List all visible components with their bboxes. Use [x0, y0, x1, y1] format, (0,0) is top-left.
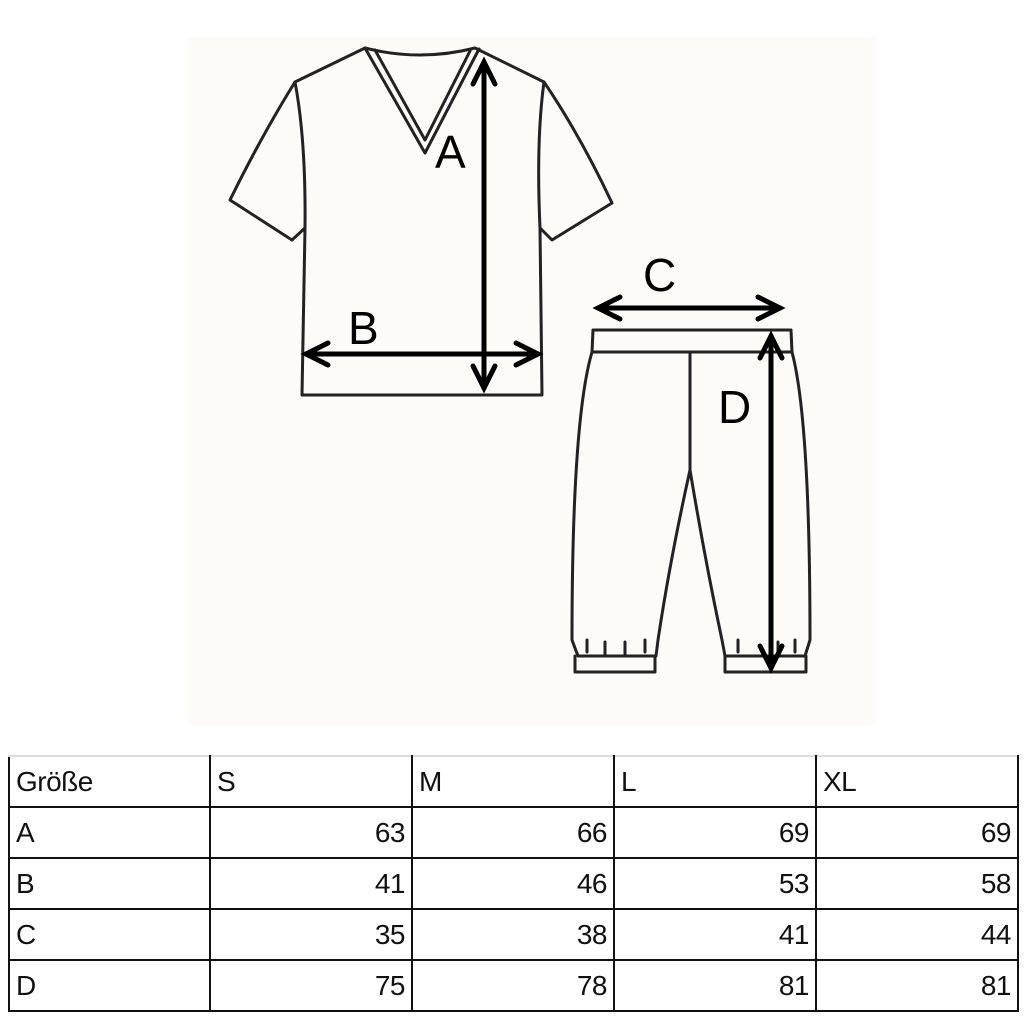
tshirt-drawing: [228, 46, 614, 397]
header-l: L: [613, 755, 817, 808]
cell-value: 66: [411, 806, 615, 859]
size-table: Größe S M L XL A 63 66 69 69 B 41 46 53 …: [8, 755, 1019, 1012]
cell-value: 46: [411, 857, 615, 910]
label-b: B: [348, 302, 379, 354]
cell-value: 81: [815, 959, 1019, 1012]
cell-value: 81: [613, 959, 817, 1012]
row-label: A: [8, 806, 211, 859]
cell-value: 41: [613, 908, 817, 961]
row-label: B: [8, 857, 211, 910]
row-label: D: [8, 959, 211, 1012]
header-xl: XL: [815, 755, 1019, 808]
label-c: C: [643, 249, 677, 301]
row-label: C: [8, 908, 211, 961]
cell-value: 75: [209, 959, 413, 1012]
table-header-row: Größe S M L XL: [8, 755, 1019, 808]
cell-value: 41: [209, 857, 413, 910]
cell-value: 44: [815, 908, 1019, 961]
label-a: A: [435, 126, 466, 178]
cell-value: 78: [411, 959, 615, 1012]
header-m: M: [411, 755, 615, 808]
cell-value: 38: [411, 908, 615, 961]
header-s: S: [209, 755, 413, 808]
garment-illustration: [228, 46, 812, 674]
size-diagram: A B C D: [188, 37, 876, 725]
cell-value: 63: [209, 806, 413, 859]
label-d: D: [718, 381, 752, 433]
table-row: C 35 38 41 44: [8, 908, 1019, 961]
table-row: B 41 46 53 58: [8, 857, 1019, 910]
cell-value: 69: [815, 806, 1019, 859]
header-size: Größe: [8, 755, 211, 808]
table-row: D 75 78 81 81: [8, 959, 1019, 1012]
cell-value: 58: [815, 857, 1019, 910]
cell-value: 53: [613, 857, 817, 910]
cell-value: 35: [209, 908, 413, 961]
cell-value: 69: [613, 806, 817, 859]
pants-drawing: [570, 328, 812, 674]
table-row: A 63 66 69 69: [8, 806, 1019, 859]
